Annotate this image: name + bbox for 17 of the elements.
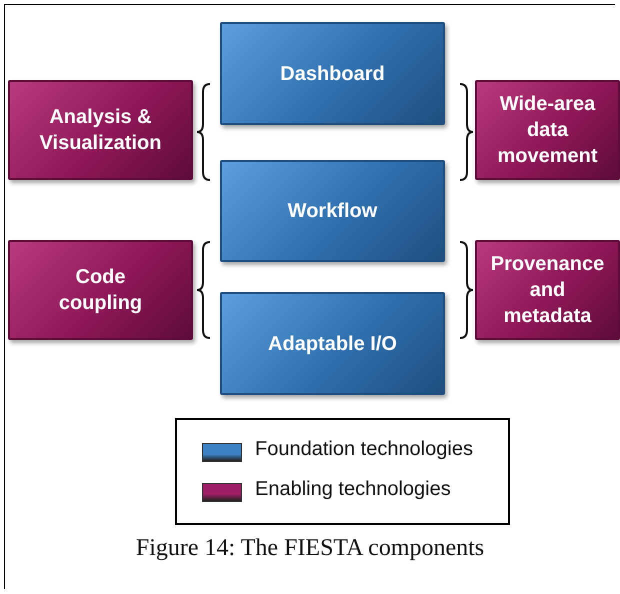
- box-label: Code coupling: [58, 265, 144, 316]
- enabling-box: [475, 240, 620, 340]
- box-label: Adaptable I/O: [268, 332, 397, 356]
- enabling-box: [8, 240, 193, 340]
- foundation-box: [220, 22, 445, 125]
- foundation-box: [220, 160, 445, 262]
- enabling-box: [475, 80, 620, 180]
- box-label: Analysis & Visualization: [38, 105, 162, 156]
- legend-label: Foundation technologies: [255, 438, 473, 461]
- figure-caption: Figure 14: The FIESTA components: [134, 535, 486, 562]
- enabling-box: [8, 80, 193, 180]
- legend-label: Enabling technologies: [255, 478, 451, 501]
- box-label: Wide-area data movement: [496, 92, 599, 169]
- foundation-box: [220, 292, 445, 395]
- box-label: Workflow: [288, 199, 378, 224]
- box-label: Dashboard: [280, 62, 385, 86]
- box-label: Provenance and metadata: [490, 252, 606, 329]
